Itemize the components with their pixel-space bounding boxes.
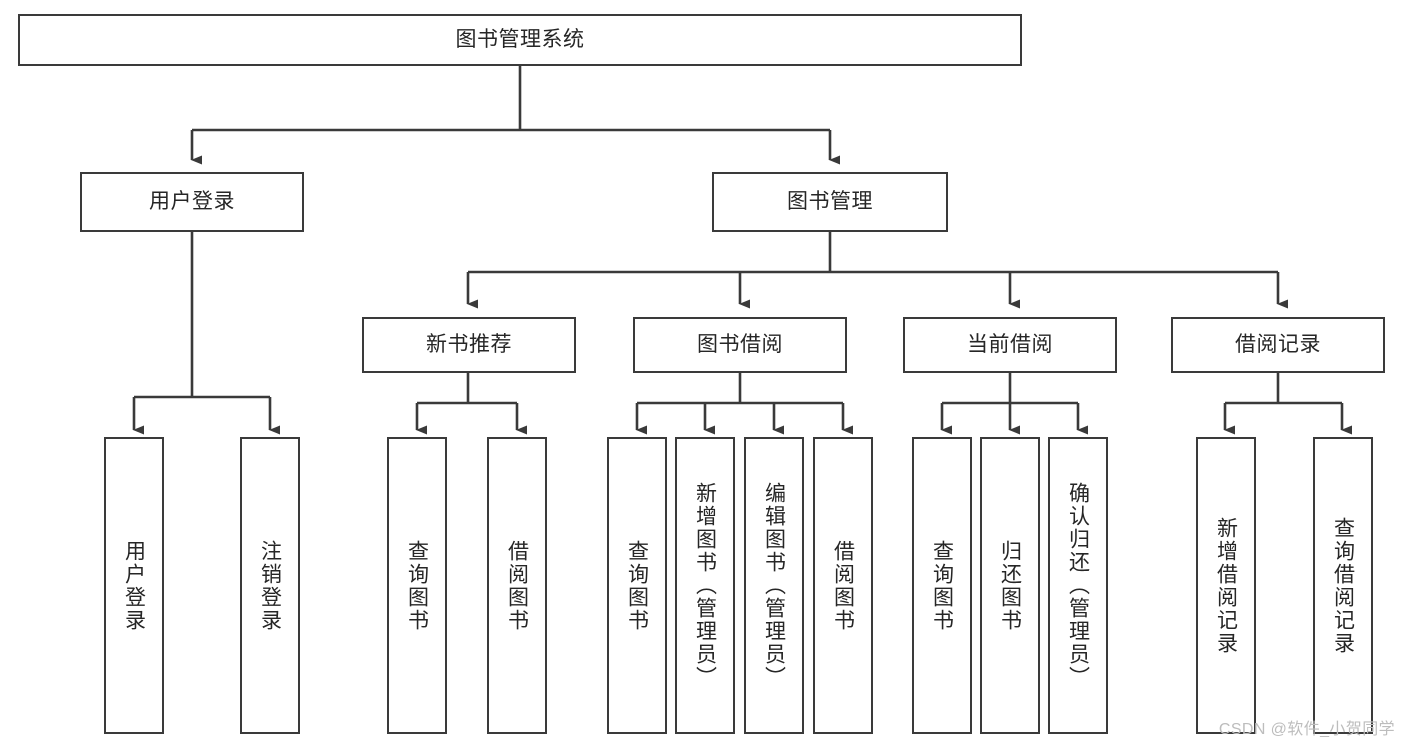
node-label: 查询图书 bbox=[930, 539, 954, 632]
node-leaf-query-book-current[interactable]: 查询图书 bbox=[912, 437, 972, 734]
node-new-book-recommendation[interactable]: 新书推荐 bbox=[362, 317, 576, 373]
node-label: 归还图书 bbox=[998, 539, 1022, 632]
node-label: 确认归还（管理员） bbox=[1066, 482, 1090, 689]
node-leaf-query-borrow-record[interactable]: 查询借阅记录 bbox=[1313, 437, 1373, 734]
node-book-borrow[interactable]: 图书借阅 bbox=[633, 317, 847, 373]
node-label: 新书推荐 bbox=[426, 332, 512, 356]
node-label: 查询借阅记录 bbox=[1331, 516, 1355, 655]
node-leaf-query-book-borrow[interactable]: 查询图书 bbox=[607, 437, 667, 734]
node-label: 借阅记录 bbox=[1235, 332, 1321, 356]
node-label: 注销登录 bbox=[258, 539, 282, 632]
node-leaf-add-borrow-record[interactable]: 新增借阅记录 bbox=[1196, 437, 1256, 734]
node-label: 编辑图书（管理员） bbox=[762, 482, 786, 689]
node-current-borrow[interactable]: 当前借阅 bbox=[903, 317, 1117, 373]
node-leaf-confirm-return-admin[interactable]: 确认归还（管理员） bbox=[1048, 437, 1108, 734]
node-label: 新增借阅记录 bbox=[1214, 516, 1238, 655]
node-label: 查询图书 bbox=[625, 539, 649, 632]
node-leaf-edit-book-admin[interactable]: 编辑图书（管理员） bbox=[744, 437, 804, 734]
node-leaf-logout[interactable]: 注销登录 bbox=[240, 437, 300, 734]
node-label: 图书借阅 bbox=[697, 332, 783, 356]
node-root-book-management-system[interactable]: 图书管理系统 bbox=[18, 14, 1022, 66]
node-leaf-query-book-new[interactable]: 查询图书 bbox=[387, 437, 447, 734]
node-label: 图书管理系统 bbox=[455, 27, 585, 51]
node-leaf-user-login[interactable]: 用户登录 bbox=[104, 437, 164, 734]
node-label: 借阅图书 bbox=[505, 539, 529, 632]
node-leaf-add-book-admin[interactable]: 新增图书（管理员） bbox=[675, 437, 735, 734]
node-label: 借阅图书 bbox=[831, 539, 855, 632]
node-book-management[interactable]: 图书管理 bbox=[712, 172, 948, 232]
node-label: 新增图书（管理员） bbox=[693, 482, 717, 689]
node-user-login[interactable]: 用户登录 bbox=[80, 172, 304, 232]
node-leaf-return-book[interactable]: 归还图书 bbox=[980, 437, 1040, 734]
node-label: 用户登录 bbox=[122, 539, 146, 632]
node-label: 图书管理 bbox=[787, 189, 873, 213]
node-label: 查询图书 bbox=[405, 539, 429, 632]
watermark-csdn: CSDN @软件_小贺同学 bbox=[1218, 721, 1395, 738]
node-leaf-borrow-book-borrow[interactable]: 借阅图书 bbox=[813, 437, 873, 734]
node-label: 用户登录 bbox=[149, 189, 235, 213]
node-borrow-record[interactable]: 借阅记录 bbox=[1171, 317, 1385, 373]
node-leaf-borrow-book-new[interactable]: 借阅图书 bbox=[487, 437, 547, 734]
node-label: 当前借阅 bbox=[967, 332, 1053, 356]
